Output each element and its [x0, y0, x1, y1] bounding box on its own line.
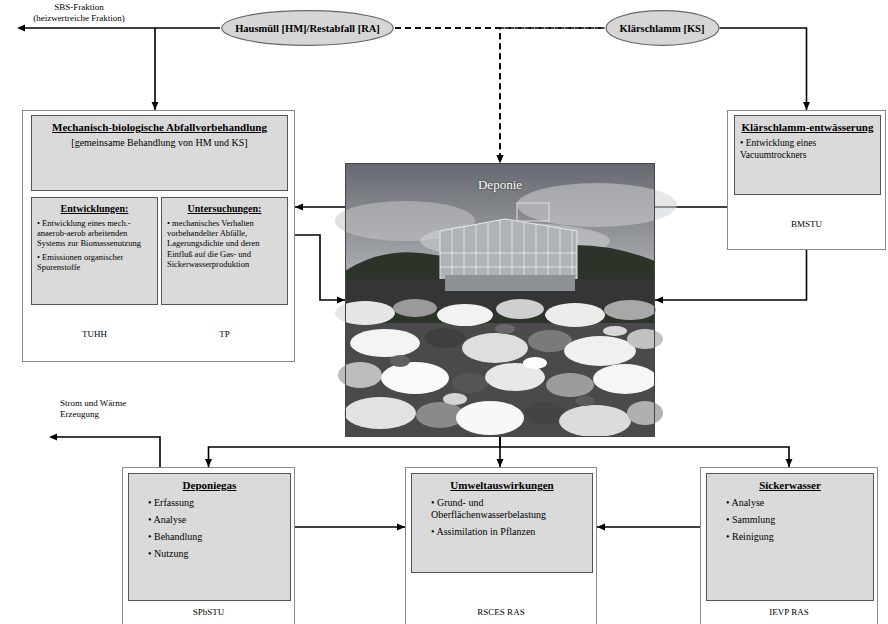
institution-label: IEVP RAS — [701, 607, 877, 618]
connector-line — [155, 28, 220, 110]
arrow-head — [337, 297, 345, 304]
ellipse-outline — [606, 11, 719, 46]
task-box: Untersuchungen: • mechanisches Verhalten … — [161, 197, 288, 305]
arrow-head — [803, 102, 810, 110]
arrow-head — [786, 459, 793, 467]
bullet-text: • Nutzung — [148, 548, 285, 560]
institution-label: RSCES RAS — [406, 607, 596, 618]
partner-box: IEVP RAS Sickerwasser • Analyse • Sammlung •… — [700, 467, 878, 624]
task-box: Mechanisch-biologische Abfallvorbehandlu… — [31, 115, 288, 191]
task-box: Klärschlamm-entwässerung • Entwicklung ei… — [734, 115, 881, 195]
source-ellipse: Hausmüll [HM]/Restabfall [RA] — [220, 10, 395, 46]
connector — [597, 524, 700, 531]
bullet-text: • Grund- und Oberflächenwasserbelastung — [431, 497, 587, 521]
flow-label: SBS-Fraktion — [14, 2, 144, 13]
bullet-text: • Sammlung — [726, 514, 868, 526]
bullet-text: • Emissionen organischer Spurenstoffe — [37, 252, 152, 272]
landfill-photo — [335, 163, 677, 437]
connector-line — [209, 437, 501, 467]
box-heading: Untersuchungen: — [167, 203, 282, 215]
task-box: Umweltauswirkungen • Grund- und Oberfläch… — [411, 473, 593, 573]
bullet-text: • Behandlung — [148, 531, 285, 543]
connector — [655, 250, 807, 304]
flow-label: Strom und Wärme Erzeugung — [60, 398, 152, 420]
arrow-head — [497, 155, 504, 163]
arrow-head — [205, 459, 212, 467]
ellipse-outline — [222, 11, 394, 46]
connector-line — [500, 28, 605, 163]
arrow-head — [497, 459, 504, 467]
institution-label: SPbSTU — [123, 607, 294, 618]
box-heading: Sickerwasser — [712, 479, 868, 492]
institution-label: BMSTU — [728, 219, 885, 230]
bullet-text: • Entwicklung eines mech.-anaerob-aerob … — [37, 218, 152, 249]
connector-line — [720, 28, 807, 110]
partner-box: SPbSTU Deponiegas • Erfassung • Analyse • Be… — [122, 467, 295, 624]
arrow-head — [397, 524, 405, 531]
source-label: Klärschlamm [KS] — [620, 23, 705, 34]
bullet-text: • Reinigung — [726, 531, 868, 543]
bullet-text: • Entwicklung eines Vacuumtrockners — [740, 138, 875, 161]
partner-box: TUHHTP Mechanisch-biologische Abfallvorbe… — [22, 110, 295, 362]
bullet-text: • Analyse — [726, 497, 868, 509]
connector — [497, 28, 605, 163]
connector — [295, 235, 345, 304]
task-box: Deponiegas • Erfassung • Analyse • Behandlu… — [128, 473, 291, 601]
partner-box: BMSTU Klärschlamm-entwässerung • Entwicklu… — [727, 110, 886, 250]
connector-line — [500, 437, 789, 467]
arrow-head — [655, 297, 663, 304]
partner-box: RSCES RAS Umweltauswirkungen • Grund- und … — [405, 467, 597, 624]
connector — [205, 437, 500, 467]
bullet-text: • mechanisches Verhalten vorbehandelter … — [167, 218, 282, 269]
arrow-head — [152, 102, 159, 110]
connector-line — [655, 250, 807, 300]
source-label: Hausmüll [HM]/Restabfall [RA] — [235, 23, 380, 34]
task-box: Entwicklungen: • Entwicklung eines mech.-… — [31, 197, 158, 305]
flow-label: (heizwertreiche Fraktion) — [14, 13, 144, 24]
box-subtitle: [gemeinsame Behandlung von HM und KS] — [37, 137, 282, 149]
connector-line — [295, 526, 405, 528]
connector — [395, 28, 504, 163]
bullet-text: • Analyse — [148, 514, 285, 526]
arrow-head — [295, 204, 303, 211]
connector — [152, 28, 221, 110]
bullet-text: • Erfassung — [148, 497, 285, 509]
photo-title: Deponie — [346, 177, 654, 193]
connector-line — [395, 28, 500, 163]
connector — [720, 28, 811, 110]
bullet-text: • Assimilation in Pflanzen — [431, 526, 587, 538]
task-box: Sickerwasser • Analyse • Sammlung • Reinigu… — [706, 473, 874, 601]
box-heading: Mechanisch-biologische Abfallvorbehandlu… — [37, 121, 282, 134]
output-arrow — [24, 28, 160, 467]
source-ellipse: Klärschlamm [KS] — [605, 10, 720, 46]
box-heading: Klärschlamm-entwässerung — [740, 121, 875, 134]
box-heading: Deponiegas — [134, 479, 285, 492]
arrow-head — [497, 155, 504, 163]
connector — [500, 437, 793, 467]
landfill-photo-box: Deponie — [345, 163, 655, 437]
connector-line — [597, 526, 700, 528]
institution-label: TUHH — [31, 329, 158, 340]
arrow-head — [597, 524, 605, 531]
connector-line — [295, 235, 345, 300]
institution-label: TP — [161, 329, 288, 340]
box-heading: Umweltauswirkungen — [417, 479, 587, 492]
box-heading: Entwicklungen: — [37, 203, 152, 215]
connector — [295, 524, 405, 531]
